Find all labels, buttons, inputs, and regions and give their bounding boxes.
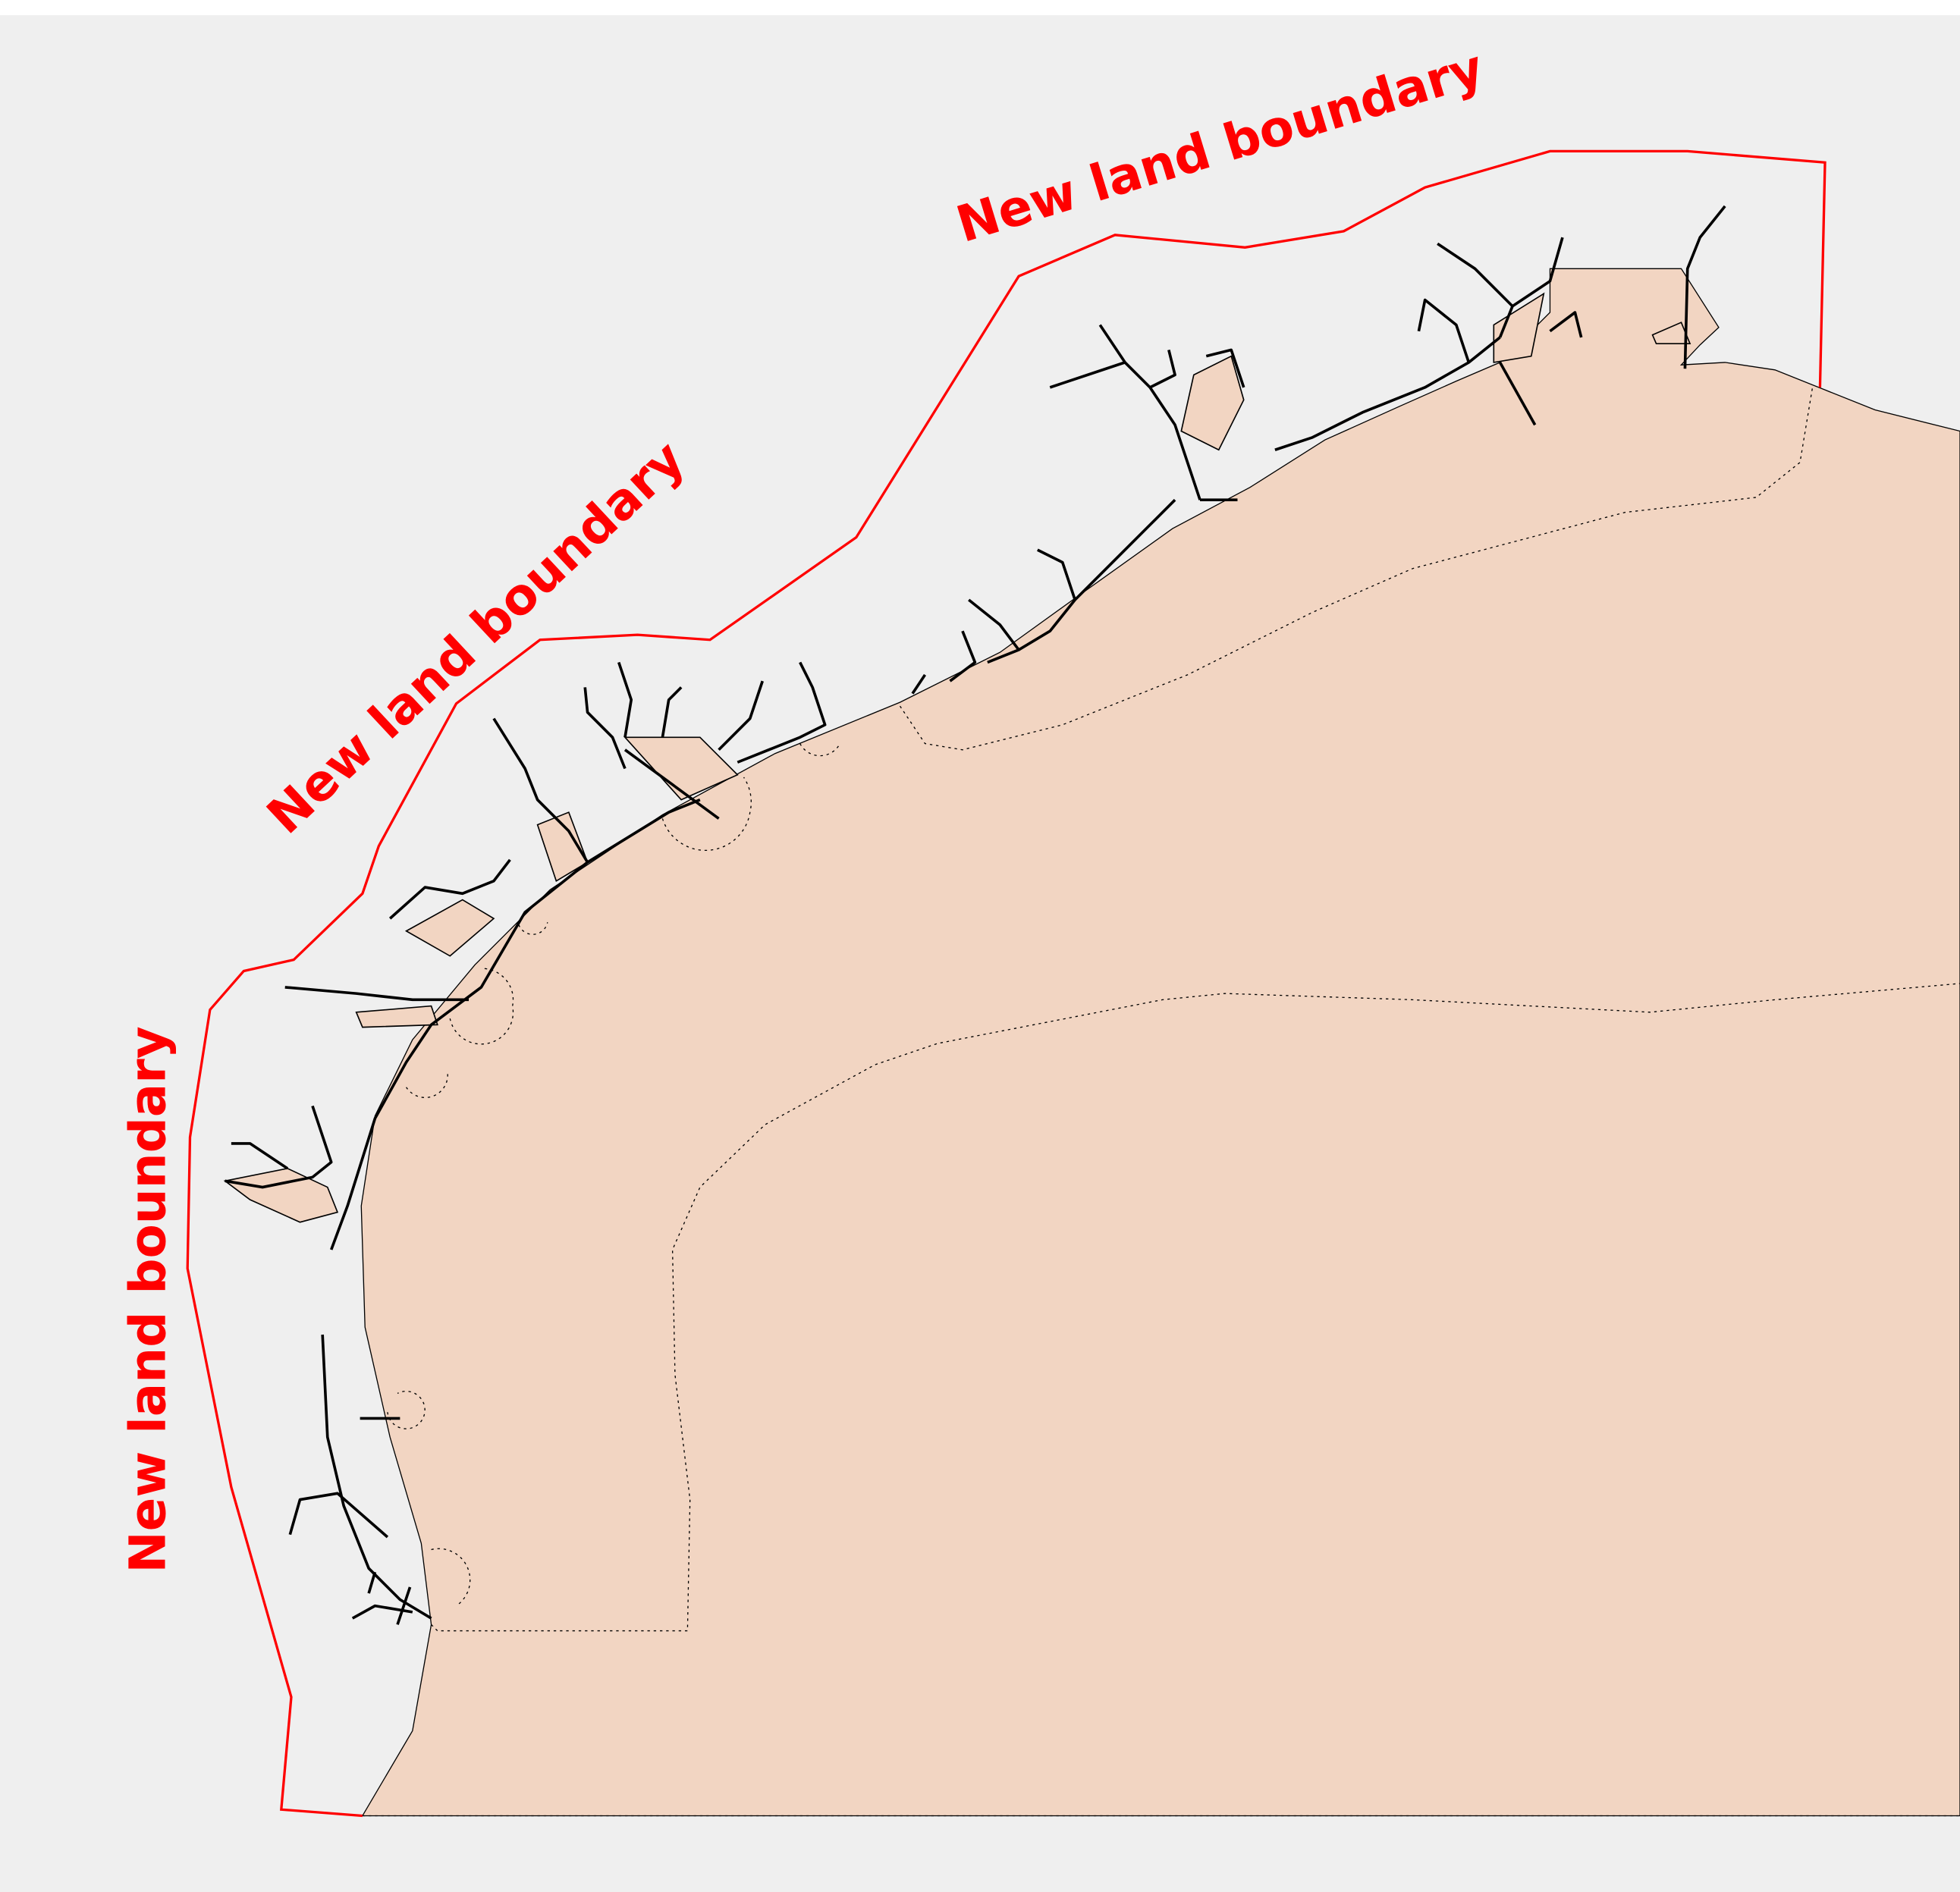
mesh-boundaries (362, 387, 1960, 1817)
model-domain-fill (360, 268, 1960, 1817)
new-land-boundary-label-north: New land boundary (950, 38, 1490, 253)
bays (223, 292, 1691, 1223)
new-land-boundary-label-south: New land boundary (119, 1026, 177, 1573)
new-land-boundary-label-central: New land boundary (256, 429, 696, 845)
top-strip (0, 0, 1960, 15)
rivers (225, 205, 1726, 1625)
new-land-boundary-line (186, 149, 1827, 1818)
